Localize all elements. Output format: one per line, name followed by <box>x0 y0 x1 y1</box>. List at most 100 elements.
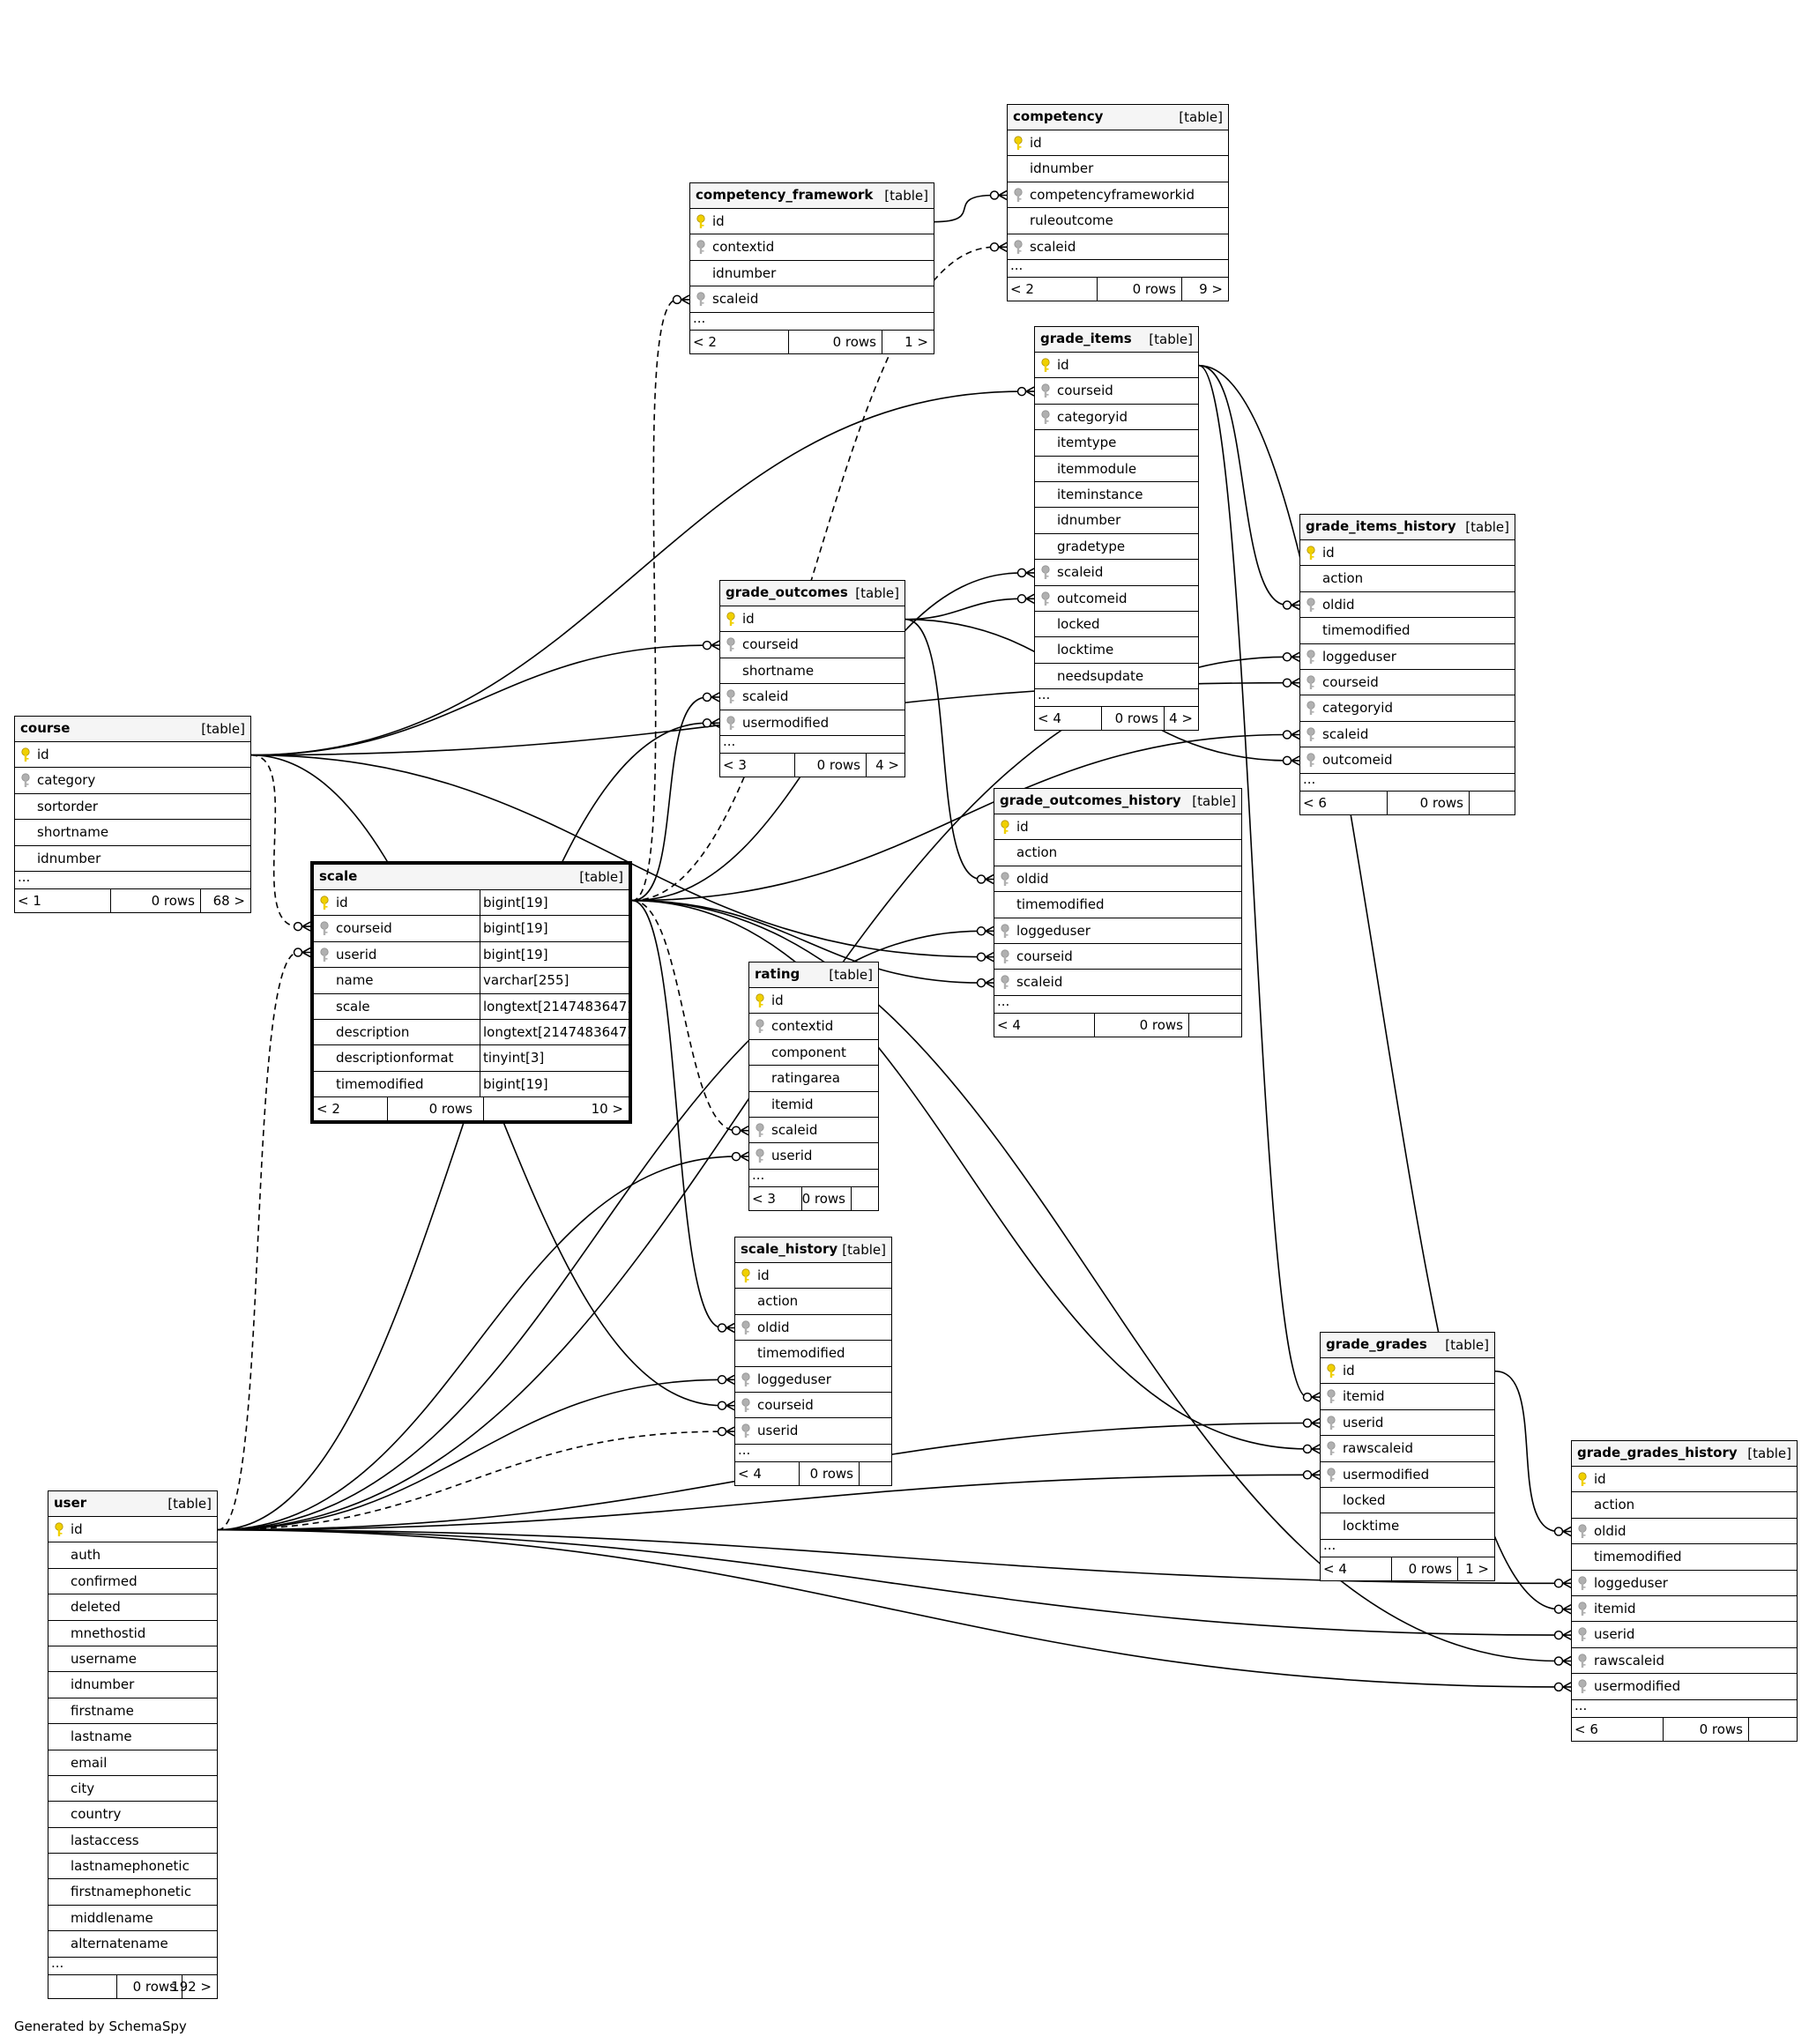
parents-link[interactable]: < 2 <box>693 333 717 350</box>
parents-link[interactable]: < 6 <box>1303 794 1327 811</box>
column-row-idnumber[interactable]: idnumber <box>48 1672 217 1698</box>
column-row-id[interactable]: id <box>735 1263 891 1290</box>
column-row-idnumber[interactable]: idnumber <box>690 261 934 287</box>
column-row-locked[interactable]: locked <box>1035 612 1198 638</box>
parents-link[interactable]: < 4 <box>1323 1560 1347 1577</box>
column-row-id[interactable]: id <box>15 742 250 769</box>
column-row-oldid[interactable]: oldid <box>1300 592 1515 619</box>
column-row-courseid[interactable]: courseid <box>1300 670 1515 696</box>
column-row-action[interactable]: action <box>994 840 1241 866</box>
column-row-courseid[interactable]: courseid <box>735 1393 891 1419</box>
column-row-auth[interactable]: auth <box>48 1542 217 1569</box>
column-row-needsupdate[interactable]: needsupdate <box>1035 664 1198 690</box>
column-row-lastnamephonetic[interactable]: lastnamephonetic <box>48 1854 217 1880</box>
column-row-usermodified[interactable]: usermodified <box>1321 1462 1494 1488</box>
parents-link[interactable]: < 4 <box>1038 710 1061 727</box>
column-row-outcomeid[interactable]: outcomeid <box>1035 586 1198 612</box>
column-row-scaleid[interactable]: scaleid <box>720 684 904 710</box>
column-row-contextid[interactable]: contextid <box>749 1014 878 1040</box>
column-row-iteminstance[interactable]: iteminstance <box>1035 482 1198 509</box>
column-row-action[interactable]: action <box>735 1289 891 1315</box>
column-row-shortname[interactable]: shortname <box>15 820 250 846</box>
column-row-id[interactable]: id <box>1300 540 1515 567</box>
column-row-id[interactable]: id <box>1321 1358 1494 1385</box>
column-row-category[interactable]: category <box>15 768 250 794</box>
column-row-locked[interactable]: locked <box>1321 1488 1494 1514</box>
children-link[interactable]: 1 > <box>1465 1560 1489 1577</box>
parents-link[interactable]: < 2 <box>316 1101 340 1118</box>
column-row-scaleid[interactable]: scaleid <box>1008 234 1228 260</box>
column-row-itemtype[interactable]: itemtype <box>1035 430 1198 457</box>
column-row-gradetype[interactable]: gradetype <box>1035 534 1198 561</box>
column-row-oldid[interactable]: oldid <box>735 1315 891 1342</box>
column-row-rawscaleid[interactable]: rawscaleid <box>1572 1648 1797 1675</box>
column-row-userid[interactable]: userid <box>749 1143 878 1170</box>
column-row-city[interactable]: city <box>48 1776 217 1802</box>
column-row-sortorder[interactable]: sortorder <box>15 794 250 821</box>
column-row-id[interactable]: id <box>1008 130 1228 157</box>
column-row-scaleid[interactable]: scaleid <box>690 286 934 313</box>
column-row-scaleid[interactable]: scaleid <box>1035 560 1198 586</box>
column-row-itemmodule[interactable]: itemmodule <box>1035 457 1198 482</box>
column-row-scaleid[interactable]: scaleid <box>1300 722 1515 748</box>
column-row-itemid[interactable]: itemid <box>1321 1384 1494 1410</box>
column-row-id[interactable]: id <box>48 1517 217 1543</box>
column-row-userid[interactable]: userid <box>1572 1622 1797 1648</box>
column-row-ruleoutcome[interactable]: ruleoutcome <box>1008 208 1228 234</box>
column-row-scaleid[interactable]: scaleid <box>994 970 1241 996</box>
column-row-categoryid[interactable]: categoryid <box>1035 405 1198 431</box>
column-row-outcomeid[interactable]: outcomeid <box>1300 747 1515 774</box>
parents-link[interactable]: < 2 <box>1010 280 1034 297</box>
column-row-timemodified[interactable]: timemodified <box>994 892 1241 918</box>
column-row-userid[interactable]: userid <box>735 1418 891 1445</box>
children-link[interactable]: 4 > <box>875 756 899 773</box>
children-link[interactable]: 192 > <box>171 1978 212 1995</box>
column-row-deleted[interactable]: deleted <box>48 1594 217 1621</box>
column-row-middlename[interactable]: middlename <box>48 1906 217 1932</box>
children-link[interactable]: 4 > <box>1169 710 1193 727</box>
column-row-loggeduser[interactable]: loggeduser <box>735 1367 891 1393</box>
parents-link[interactable]: < 3 <box>723 756 747 773</box>
column-row-alternatename[interactable]: alternatename <box>48 1931 217 1958</box>
children-link[interactable]: 1 > <box>904 333 928 350</box>
column-row-rawscaleid[interactable]: rawscaleid <box>1321 1436 1494 1462</box>
column-row-courseid[interactable]: courseid <box>994 944 1241 970</box>
column-row-itemid[interactable]: itemid <box>1572 1596 1797 1623</box>
column-row-userid[interactable]: userid <box>1321 1410 1494 1437</box>
column-row-courseid[interactable]: courseid <box>720 632 904 658</box>
parents-link[interactable]: < 3 <box>752 1190 776 1207</box>
column-row-oldid[interactable]: oldid <box>1572 1519 1797 1545</box>
column-row-loggeduser[interactable]: loggeduser <box>1572 1571 1797 1596</box>
column-row-courseid[interactable]: courseid <box>1035 378 1198 405</box>
column-row-itemid[interactable]: itemid <box>749 1092 878 1118</box>
column-row-component[interactable]: component <box>749 1040 878 1067</box>
column-row-competencyframeworkid[interactable]: competencyframeworkid <box>1008 182 1228 209</box>
column-row-contextid[interactable]: contextid <box>690 234 934 261</box>
parents-link[interactable]: < 1 <box>18 892 41 909</box>
column-row-loggeduser[interactable]: loggeduser <box>994 918 1241 944</box>
column-row-timemodified[interactable]: timemodified <box>1572 1544 1797 1571</box>
children-link[interactable]: 68 > <box>212 892 245 909</box>
column-row-locktime[interactable]: locktime <box>1035 637 1198 664</box>
column-row-id[interactable]: id <box>1035 353 1198 379</box>
column-row-id[interactable]: id <box>994 814 1241 841</box>
column-row-idnumber[interactable]: idnumber <box>15 846 250 872</box>
column-row-mnethostid[interactable]: mnethostid <box>48 1621 217 1646</box>
